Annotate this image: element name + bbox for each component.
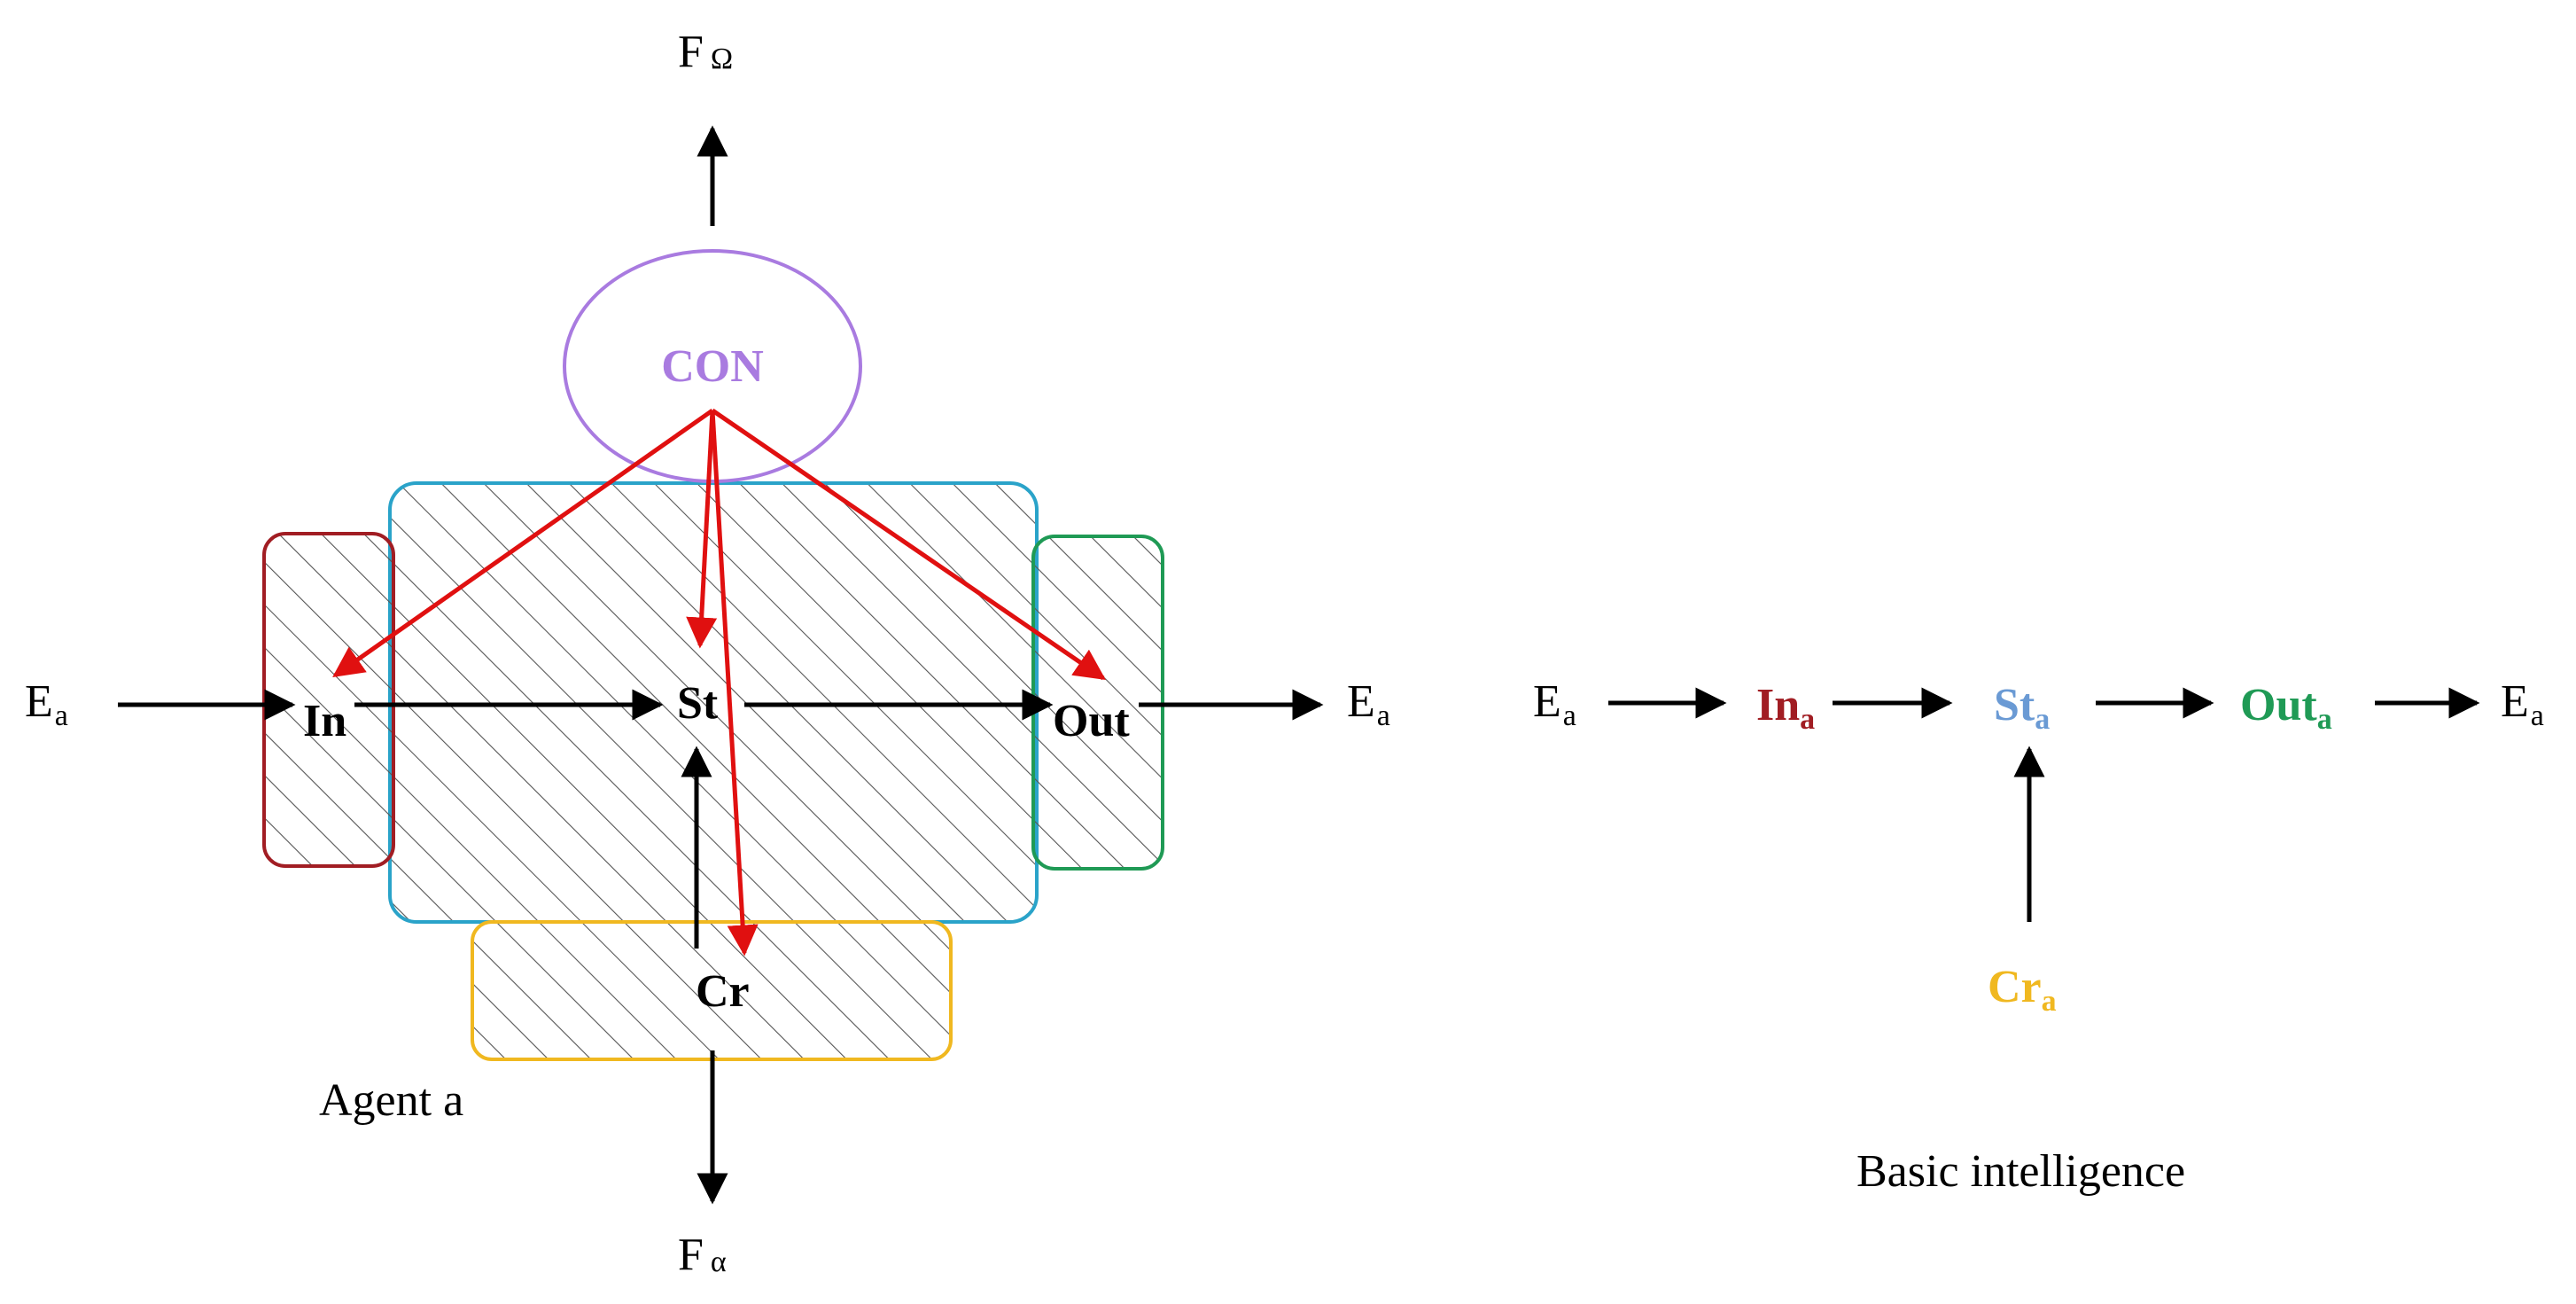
control-arrow-st — [686, 410, 718, 649]
out-label: Out — [1053, 696, 1130, 746]
control-arrow-out — [711, 408, 1106, 681]
basic-in-label: Ina — [1756, 680, 1815, 736]
basic-out-label: Outa — [2240, 680, 2332, 736]
ea-out-label: Ea — [1347, 676, 1390, 732]
in-box — [262, 532, 395, 868]
basic-ea-in-label: Ea — [1533, 676, 1576, 732]
basic-ea-out-label: Ea — [2501, 676, 2544, 732]
basic-cr-label: Cra — [1988, 962, 2057, 1018]
basic-diagram: Ea Ina Sta Outa Ea Cra Basic intelligenc… — [1533, 676, 2544, 1197]
con-label: CON — [661, 341, 764, 392]
con-ellipse — [563, 249, 862, 483]
control-arrow-in — [332, 408, 714, 678]
in-label: In — [303, 696, 346, 746]
agent-caption: Agent a — [319, 1075, 463, 1126]
basic-st-label: Sta — [1994, 680, 2050, 736]
control-arrow-cr — [710, 410, 759, 957]
cr-label: Cr — [696, 966, 750, 1017]
basic-caption: Basic intelligence — [1856, 1146, 2185, 1197]
st-label: St — [677, 678, 719, 729]
ea-in-label: Ea — [25, 676, 68, 732]
